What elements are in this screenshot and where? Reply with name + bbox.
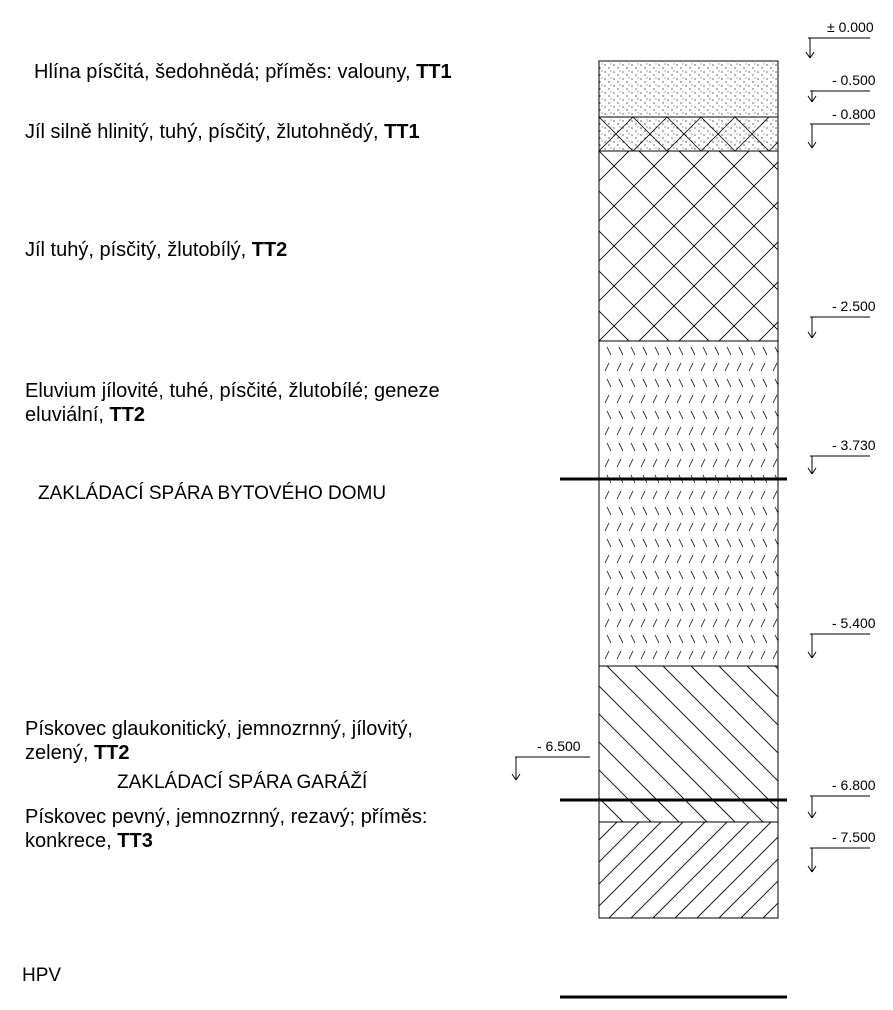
level-mark-7 [807, 795, 870, 819]
layer-1-description: Hlína písčitá, šedohnědá; příměs: valoun… [34, 61, 452, 83]
level-label-8: - 7.500 [832, 829, 876, 845]
layer-3-description: Jíl tuhý, písčitý, žlutobílý, TT2 [25, 239, 288, 261]
level-label-7: - 6.800 [832, 777, 876, 793]
level-label-1: - 0.500 [832, 72, 876, 88]
layer-4-hatch [599, 341, 778, 666]
level-label-4: - 3.730 [832, 437, 876, 453]
layer-6-description: Pískovec pevný, jemnozrnný, rezavý; přím… [25, 806, 428, 852]
level-label-6: - 6.500 [537, 738, 581, 754]
layer-1-hatch [599, 61, 778, 117]
foundation-apartment-label: ZAKLÁDACÍ SPÁRA BYTOVÉHO DOMU [38, 483, 387, 504]
layer-5-hatch [599, 666, 778, 822]
level-mark-2 [807, 123, 870, 149]
groundwater-label: HPV [22, 965, 62, 986]
level-label-0: ± 0.000 [827, 19, 874, 35]
level-mark-1 [807, 90, 870, 103]
layer-2-description: Jíl silně hlinitý, tuhý, písčitý, žlutoh… [25, 121, 420, 143]
level-mark-0 [805, 37, 870, 59]
layer-4-description: Eluvium jílovité, tuhé, písčité, žlutobí… [25, 380, 440, 426]
level-mark-3 [807, 316, 870, 339]
level-mark-4 [807, 455, 870, 475]
layer-3-hatch [599, 151, 778, 341]
level-mark-5 [807, 633, 870, 659]
layer-6-hatch [599, 822, 778, 918]
level-label-5: - 5.400 [832, 615, 876, 631]
foundation-garage-label: ZAKLÁDACÍ SPÁRA GARÁŽÍ [117, 772, 368, 793]
level-label-2: - 0.800 [832, 106, 876, 122]
level-mark-6 [511, 756, 590, 781]
level-mark-8 [807, 847, 870, 873]
layer-2-hatch [599, 117, 778, 151]
layer-5-description: Pískovec glaukonitický, jemnozrnný, jílo… [25, 718, 413, 764]
level-label-3: - 2.500 [832, 298, 876, 314]
borehole-column [598, 60, 779, 919]
